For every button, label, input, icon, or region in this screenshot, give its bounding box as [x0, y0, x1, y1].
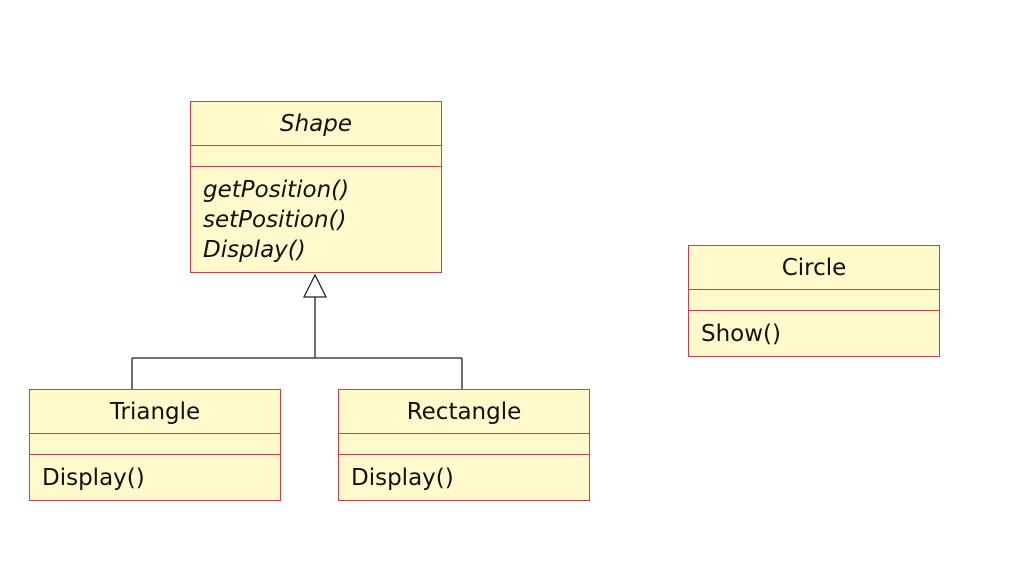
rectangle-class[interactable]: Rectangle Display(): [338, 389, 590, 501]
shape-attributes-compartment: [191, 146, 441, 167]
shape-class-name: Shape: [191, 102, 441, 146]
rectangle-operations-compartment: Display(): [339, 455, 589, 493]
shape-operation-set-position: setPosition(): [203, 207, 347, 233]
rectangle-operation-display: Display(): [351, 465, 454, 491]
circle-class[interactable]: Circle Show(): [688, 245, 940, 357]
circle-operations-compartment: Show(): [689, 311, 939, 349]
rectangle-attributes-compartment: [339, 434, 589, 455]
circle-attributes-compartment: [689, 290, 939, 311]
rectangle-class-name: Rectangle: [339, 390, 589, 434]
triangle-operations-compartment: Display(): [30, 455, 280, 493]
triangle-class[interactable]: Triangle Display(): [29, 389, 281, 501]
shape-operations-compartment: getPosition() setPosition() Display(): [191, 167, 441, 265]
shape-operation-get-position: getPosition(): [203, 177, 350, 203]
circle-operation-show: Show(): [701, 321, 782, 347]
shape-class[interactable]: Shape getPosition() setPosition() Displa…: [190, 101, 442, 273]
triangle-attributes-compartment: [30, 434, 280, 455]
shape-operation-display: Display(): [203, 237, 306, 263]
triangle-operation-display: Display(): [42, 465, 145, 491]
generalization-arrowhead: [302, 273, 328, 298]
triangle-class-name: Triangle: [30, 390, 280, 434]
circle-class-name: Circle: [689, 246, 939, 290]
